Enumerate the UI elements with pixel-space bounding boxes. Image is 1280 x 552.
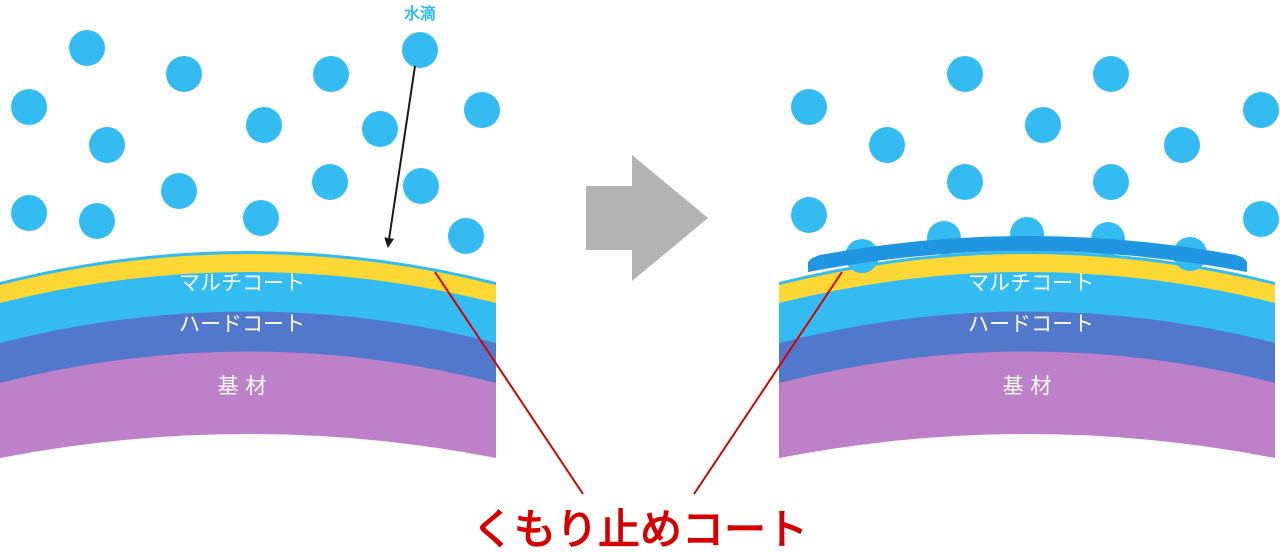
left-water-droplet-2: [166, 56, 202, 92]
left-water-droplet-10: [161, 173, 197, 209]
right-water-droplet-7: [1243, 92, 1279, 128]
right-water-droplets: [791, 56, 1279, 237]
anti-fog-coat-caption: くもり止めコート: [472, 505, 808, 552]
right-water-droplet-9: [1093, 164, 1129, 200]
left-water-droplet-13: [11, 195, 47, 231]
left-water-droplet-6: [89, 127, 125, 163]
left-yellow-coat-layer: [0, 254, 496, 303]
right-substrate-label: 基 材: [1003, 374, 1052, 398]
left-water-droplet-5: [11, 89, 47, 125]
caption-leader-line-right: [693, 271, 843, 495]
right-water-droplet-1: [947, 56, 983, 92]
right-hard-coat-label: ハードコート: [968, 312, 1094, 336]
left-water-droplet-14: [79, 203, 115, 239]
caption-leader-line-left: [434, 271, 584, 495]
right-anti-fog-film: [808, 236, 1247, 272]
transition-arrow: [586, 155, 708, 281]
left-multi-coat-label: マルチコート: [179, 271, 305, 295]
left-substrate-label: 基 材: [218, 374, 267, 398]
right-panel: マルチコート ハードコート 基 材: [779, 56, 1279, 458]
right-water-droplet-10: [791, 197, 827, 233]
left-water-droplet-8: [362, 111, 398, 147]
left-water-droplet-9: [464, 92, 500, 128]
right-water-droplet-6: [1164, 127, 1200, 163]
water-droplet-pointer-arrow: [384, 65, 416, 248]
left-water-droplet-1: [69, 30, 105, 66]
right-water-droplet-8: [947, 164, 983, 200]
right-multi-coat-label: マルチコート: [968, 271, 1094, 295]
right-water-droplet-3: [791, 89, 827, 125]
left-water-droplets: [11, 30, 500, 254]
water-droplet-label: 水滴: [404, 4, 436, 23]
left-hard-coat-label: ハードコート: [179, 312, 305, 336]
left-water-droplet-12: [403, 168, 439, 204]
right-water-droplet-2: [1093, 56, 1129, 92]
left-panel: マルチコート ハードコート 基 材 水滴: [0, 4, 500, 458]
right-water-droplet-11: [1243, 201, 1279, 237]
left-water-droplet-15: [243, 200, 279, 236]
left-water-droplet-16: [448, 218, 484, 254]
right-yellow-coat-layer: [779, 254, 1275, 303]
left-water-droplet-4: [402, 32, 438, 68]
left-water-droplet-3: [313, 56, 349, 92]
right-water-droplet-4: [869, 127, 905, 163]
left-water-droplet-11: [312, 164, 348, 200]
left-water-droplet-7: [246, 107, 282, 143]
right-water-droplet-5: [1025, 107, 1061, 143]
